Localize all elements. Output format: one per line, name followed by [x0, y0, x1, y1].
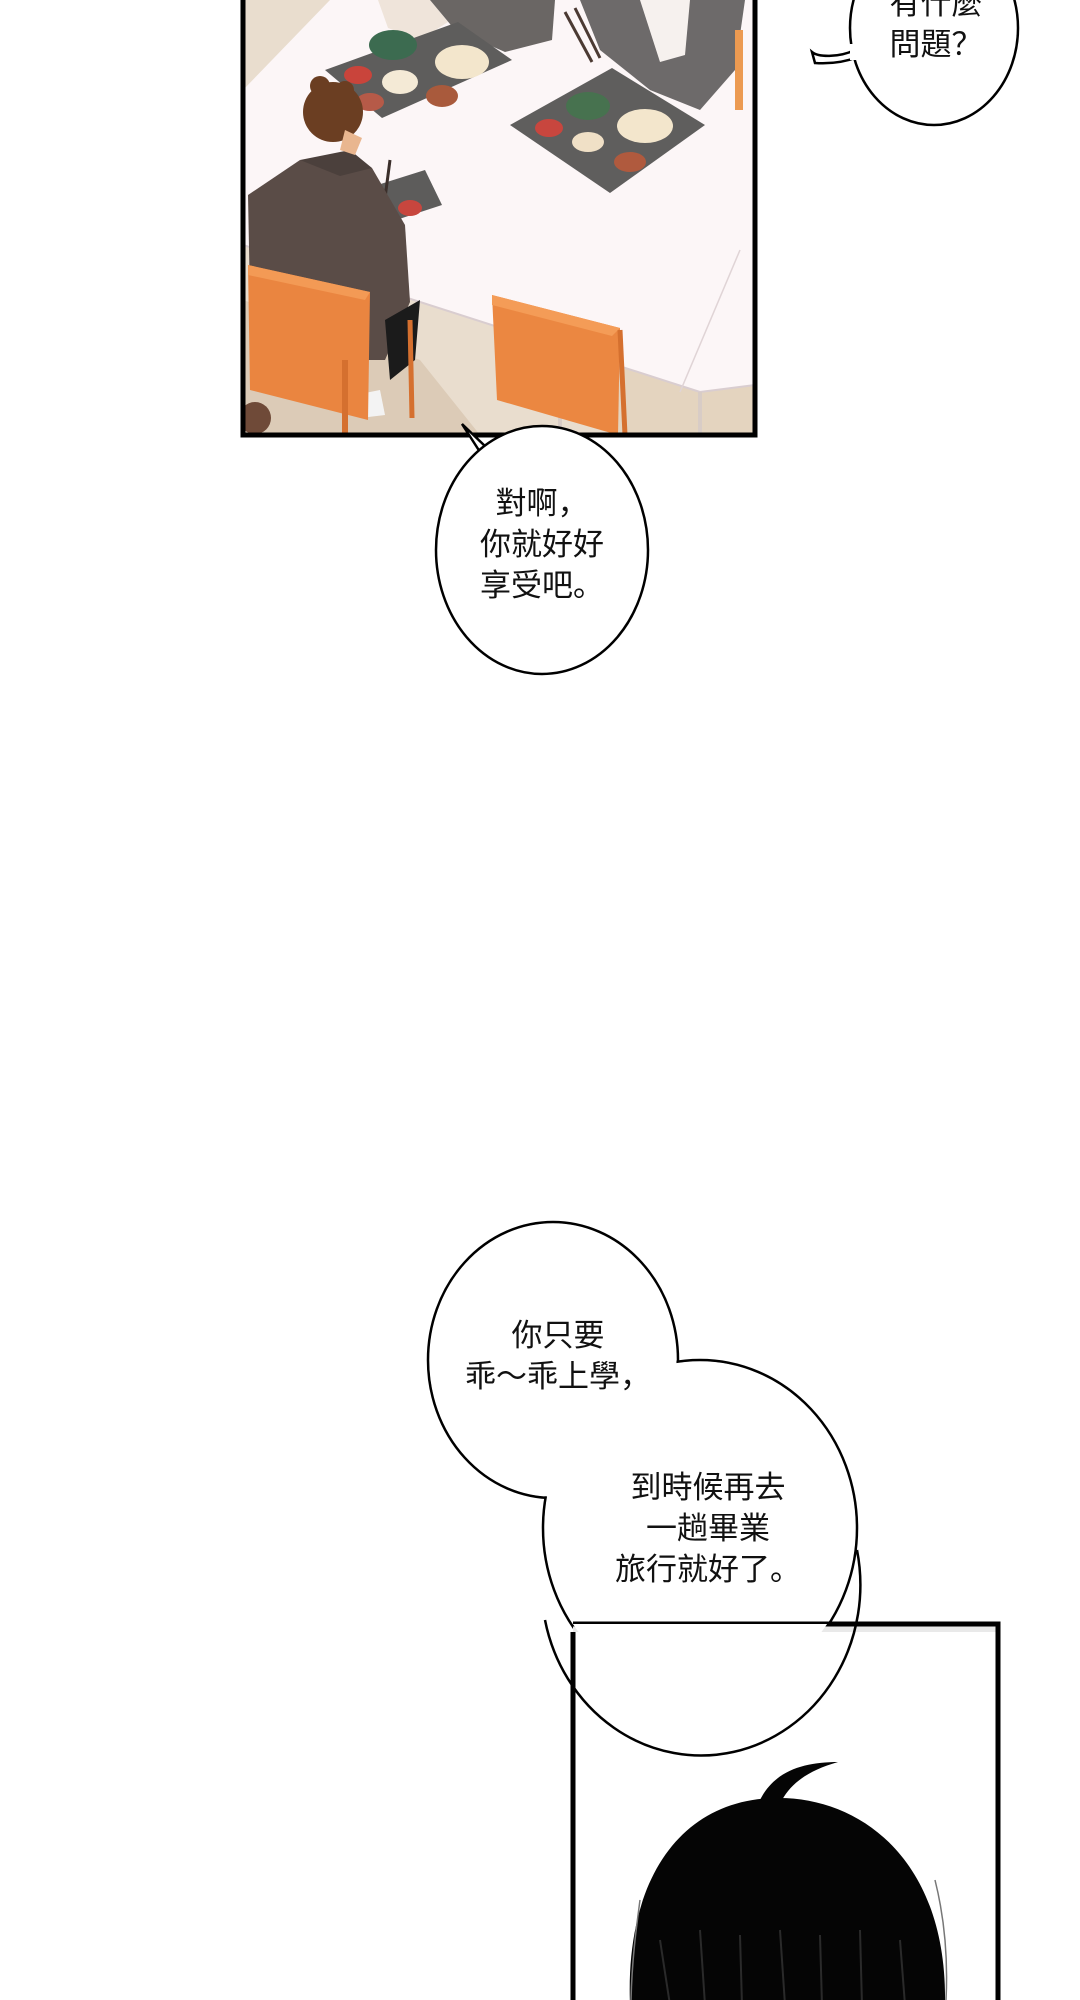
bubble-line: 一趟畢業 — [646, 1511, 770, 1547]
bubble-text-middle: 對啊， 你就好好 享受吧。 — [442, 484, 642, 607]
bubble-line: 你只要 — [511, 1318, 605, 1354]
bubble-line: 你就好好 — [480, 527, 604, 563]
bubble-line: 乖～乖上學， — [465, 1359, 651, 1395]
bubble-line: 對啊， — [495, 486, 589, 522]
bubble-line: 旅行就好了。 — [615, 1552, 801, 1588]
food-tray-right — [510, 68, 705, 193]
speech-bubble-middle — [434, 423, 650, 676]
orange-chair-right — [492, 295, 628, 435]
bubble-text-cloud-lower: 到時候再去 一趟畢業 旅行就好了。 — [588, 1468, 828, 1591]
bubble-line: 到時候再去 — [630, 1470, 786, 1506]
orange-chair-left — [248, 265, 415, 435]
food-tray-left — [325, 22, 512, 118]
speech-bubble-cloud — [426, 1220, 859, 1698]
bubble-text-top-right: 有什麼 問題？ — [856, 0, 1016, 66]
panel-border — [240, 0, 758, 438]
speech-bubble-top-right — [809, 0, 1020, 127]
bubble-line: 問題？ — [889, 27, 983, 63]
bubble-line: 享受吧。 — [480, 568, 604, 604]
bubble-line: 有什麼 — [889, 0, 983, 22]
bubble-text-cloud-upper: 你只要 乖～乖上學， — [448, 1316, 668, 1398]
